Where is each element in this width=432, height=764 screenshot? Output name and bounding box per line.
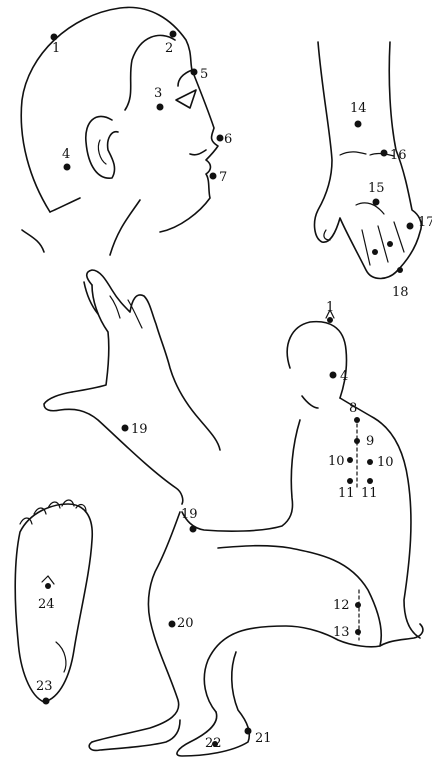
p20-knee-label: 20: [177, 616, 194, 631]
p6-philtrum-dot: [217, 135, 224, 142]
p18-finger-c-dot: [397, 267, 403, 273]
p24-sole-label: 24: [38, 597, 55, 612]
p9-back-label: 9: [366, 434, 374, 449]
p1-body-label: 1: [326, 300, 334, 315]
p12-back-dot: [355, 602, 361, 608]
p18-finger-a-dot: [372, 249, 378, 255]
p23-heel-label: 23: [36, 679, 53, 694]
p7-chin-dot: [210, 173, 217, 180]
p20-knee-dot: [169, 621, 176, 628]
seated-body-figure: [89, 310, 423, 756]
p21-ankle-dot: [245, 728, 252, 735]
p5-nose-root-dot: [191, 69, 198, 76]
p15-palm-label: 15: [368, 181, 385, 196]
p16-wrist-label: 16: [390, 148, 407, 163]
p11-right-label: 11: [361, 486, 378, 501]
p14-forearm-label: 14: [350, 101, 367, 116]
p4-body-dot: [330, 372, 337, 379]
p11-left-dot: [347, 478, 353, 484]
p8-back-dot: [354, 417, 360, 423]
p10-right-dot: [367, 459, 373, 465]
p17-finger-dot: [407, 223, 414, 230]
p13-back-dot: [355, 629, 361, 635]
p13-back-label: 13: [333, 625, 350, 640]
p4-head-dot: [64, 164, 71, 171]
p19-hand-dot: [122, 425, 129, 432]
p10-left-dot: [347, 457, 353, 463]
p1-head-label: 1: [52, 41, 60, 56]
p3-temple-label: 3: [154, 86, 162, 101]
p11-left-label: 11: [338, 486, 355, 501]
p21-ankle-label: 21: [255, 731, 272, 746]
p4-head-label: 4: [62, 147, 70, 162]
p17-finger-label: 17: [418, 215, 432, 230]
p12-back-label: 12: [333, 598, 350, 613]
p16-wrist-dot: [381, 150, 388, 157]
p4-body-label: 4: [340, 369, 348, 384]
p2-head-dot: [170, 31, 177, 38]
p19-hand-label: 19: [131, 422, 148, 437]
head-profile-figure: [21, 7, 218, 255]
p10-left-label: 10: [328, 454, 345, 469]
p18-finger-label: 18: [392, 285, 409, 300]
p1-head-dot: [51, 34, 58, 41]
p22-toe-label: 22: [205, 736, 222, 751]
p23-heel-dot: [43, 698, 50, 705]
back-of-hand-figure: [44, 270, 220, 504]
p11-right-dot: [367, 478, 373, 484]
p8-back-label: 8: [349, 401, 357, 416]
p10-right-label: 10: [377, 455, 394, 470]
p19-body-label: 19: [181, 507, 198, 522]
p24-sole-dot: [45, 583, 51, 589]
p3-temple-dot: [157, 104, 164, 111]
p5-nose-root-label: 5: [200, 67, 208, 82]
p19-body-dot: [190, 526, 197, 533]
p6-philtrum-label: 6: [224, 132, 232, 147]
p2-head-label: 2: [165, 41, 173, 56]
p18-finger-b-dot: [387, 241, 393, 247]
p15-palm-dot: [373, 199, 380, 206]
p7-chin-label: 7: [219, 170, 227, 185]
p14-forearm-dot: [355, 121, 362, 128]
p1-body-dot: [327, 317, 333, 323]
